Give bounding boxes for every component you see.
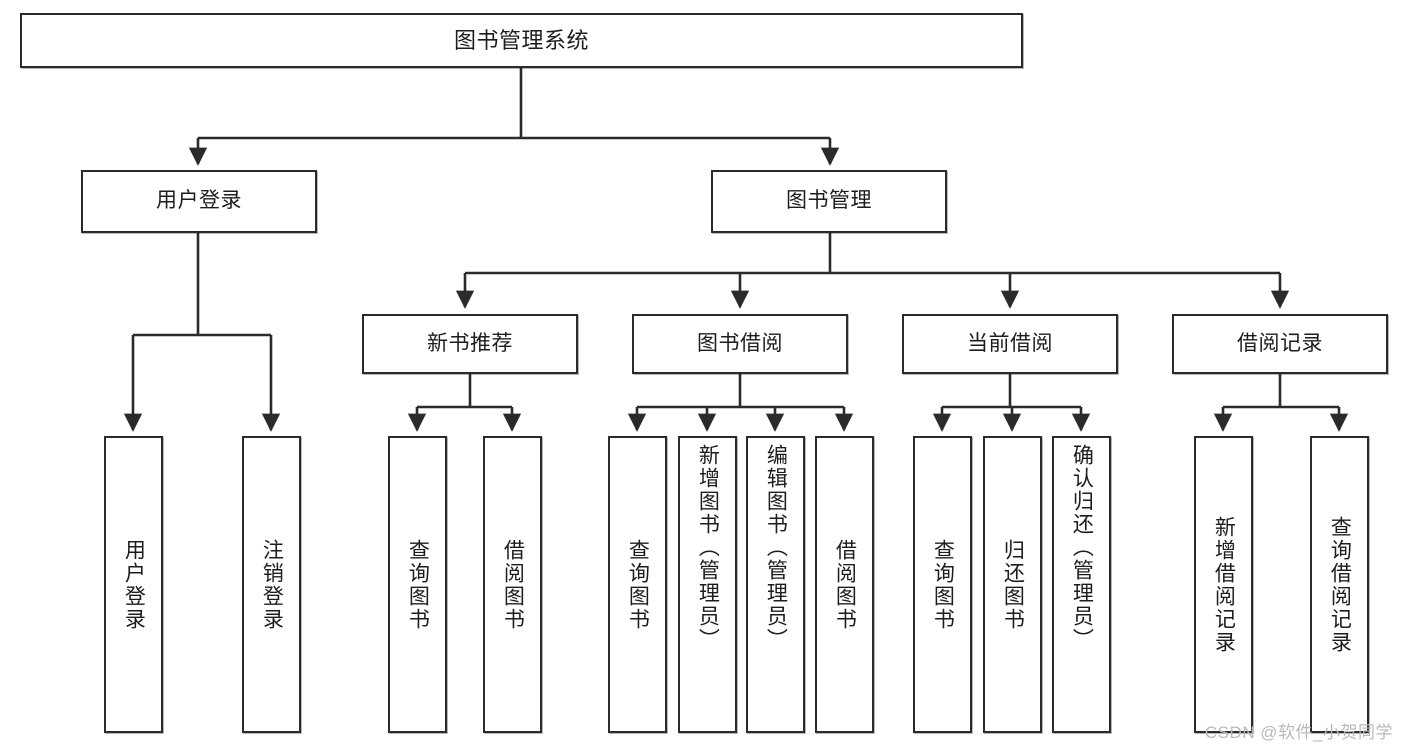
csdn-watermark: CSDN @软件_小贺同学 (1204, 723, 1393, 742)
node-user-login[interactable]: 用户登录 (81, 170, 317, 233)
node-current-borrow[interactable]: 当前借阅 (902, 314, 1118, 374)
node-user-login-label: 用户登录 (156, 189, 242, 213)
node-book-borrow[interactable]: 图书借阅 (632, 314, 848, 374)
node-leaf-query-book-2-label: 查询图书 (626, 538, 650, 631)
node-book-manage[interactable]: 图书管理 (711, 170, 947, 233)
node-leaf-return-book-label: 归还图书 (1001, 538, 1025, 631)
node-leaf-user-login[interactable]: 用户登录 (104, 436, 163, 733)
node-root-label: 图书管理系统 (453, 27, 589, 53)
node-leaf-query-record[interactable]: 查询借阅记录 (1310, 436, 1369, 733)
node-book-manage-label: 图书管理 (786, 189, 872, 213)
node-new-book-recommend-label: 新书推荐 (427, 331, 513, 355)
node-leaf-return-book[interactable]: 归还图书 (983, 436, 1042, 733)
node-leaf-query-record-label: 查询借阅记录 (1328, 515, 1352, 654)
node-leaf-confirm-return-label: 确认归还（管理员） (1070, 444, 1094, 651)
node-current-borrow-label: 当前借阅 (967, 331, 1053, 355)
node-leaf-query-book-1-label: 查询图书 (406, 538, 430, 631)
node-leaf-query-book-1[interactable]: 查询图书 (388, 436, 447, 733)
node-book-borrow-label: 图书借阅 (697, 331, 783, 355)
node-leaf-query-book-3-label: 查询图书 (931, 538, 955, 631)
node-leaf-borrow-book-2-label: 借阅图书 (833, 538, 857, 631)
node-leaf-user-logout[interactable]: 注销登录 (242, 436, 301, 733)
node-leaf-add-record-label: 新增借阅记录 (1212, 515, 1236, 654)
node-leaf-add-book[interactable]: 新增图书（管理员） (678, 436, 737, 733)
node-leaf-user-logout-label: 注销登录 (260, 538, 284, 631)
node-leaf-edit-book[interactable]: 编辑图书（管理员） (746, 436, 805, 733)
node-leaf-add-record[interactable]: 新增借阅记录 (1194, 436, 1253, 733)
node-leaf-borrow-book-1-label: 借阅图书 (501, 538, 525, 631)
node-leaf-edit-book-label: 编辑图书（管理员） (764, 444, 788, 651)
node-leaf-user-login-label: 用户登录 (122, 538, 146, 631)
node-leaf-add-book-label: 新增图书（管理员） (696, 444, 720, 651)
node-leaf-query-book-2[interactable]: 查询图书 (608, 436, 667, 733)
node-leaf-confirm-return[interactable]: 确认归还（管理员） (1052, 436, 1111, 733)
node-leaf-borrow-book-1[interactable]: 借阅图书 (483, 436, 542, 733)
node-leaf-query-book-3[interactable]: 查询图书 (913, 436, 972, 733)
node-leaf-borrow-book-2[interactable]: 借阅图书 (815, 436, 874, 733)
node-new-book-recommend[interactable]: 新书推荐 (362, 314, 578, 374)
node-root[interactable]: 图书管理系统 (20, 13, 1023, 68)
node-borrow-record[interactable]: 借阅记录 (1172, 314, 1388, 374)
node-borrow-record-label: 借阅记录 (1237, 331, 1323, 355)
